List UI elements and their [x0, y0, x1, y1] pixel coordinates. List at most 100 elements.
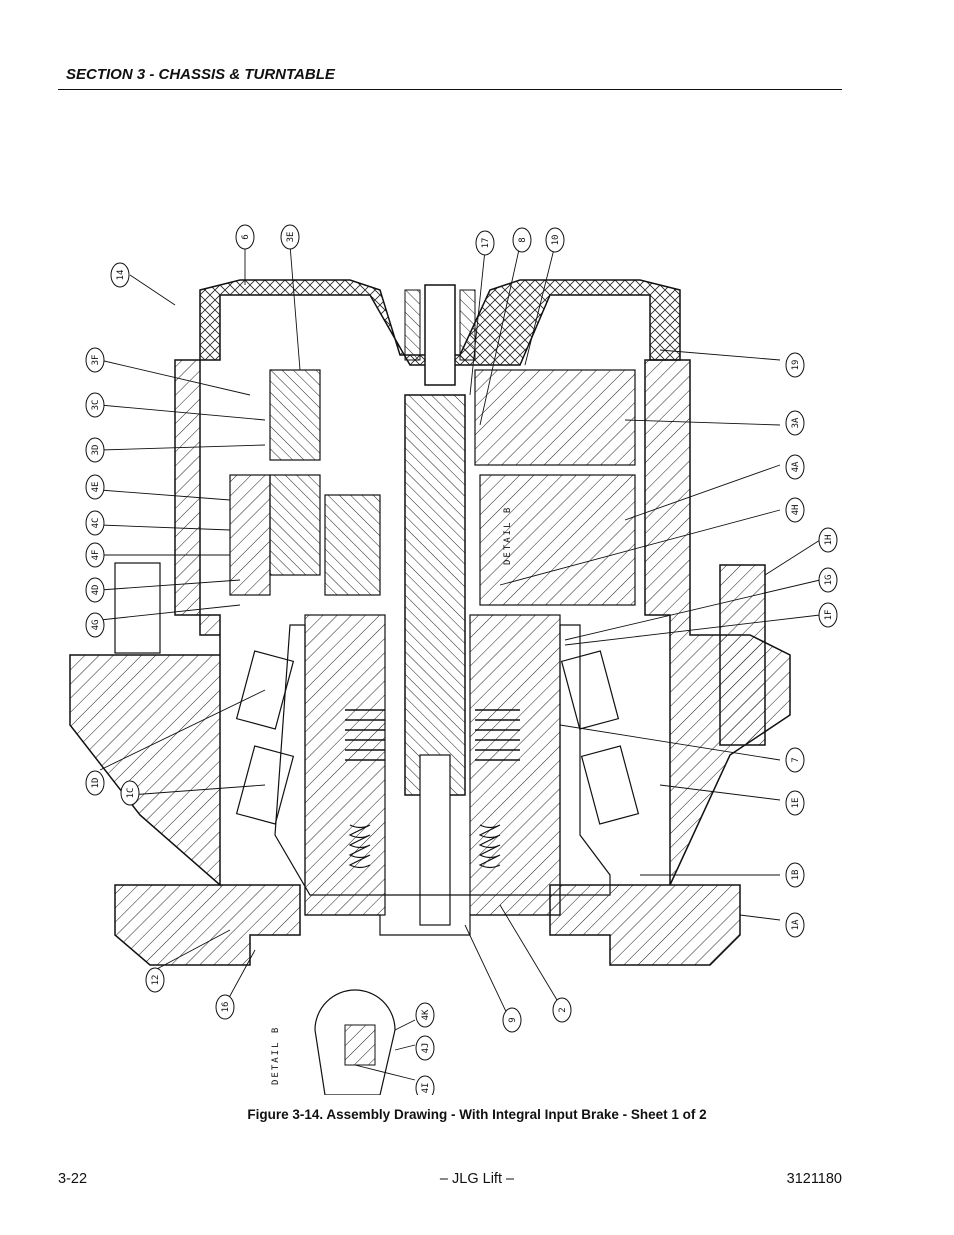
callout-4I: 4I: [415, 1075, 435, 1095]
callout-3D: 3D: [85, 437, 105, 463]
callout-1F: 1F: [818, 602, 838, 628]
section-header: SECTION 3 - CHASSIS & TURNTABLE: [58, 64, 842, 90]
callout-2: 2: [552, 997, 572, 1023]
svg-text:4J: 4J: [421, 1043, 431, 1054]
svg-text:2: 2: [558, 1007, 568, 1012]
svg-text:7: 7: [791, 757, 801, 762]
callout-9: 9: [502, 1007, 522, 1033]
callout-7: 7: [785, 747, 805, 773]
callout-4A: 4A: [785, 454, 805, 480]
mounting-flange-right: [549, 884, 741, 966]
svg-text:1D: 1D: [91, 778, 101, 789]
callout-1H: 1H: [818, 527, 838, 553]
top-cover: [199, 279, 681, 366]
callout-3E: 3E: [280, 224, 300, 250]
footer-brand: – JLG Lift –: [439, 1171, 515, 1187]
brake-springs: [348, 824, 501, 869]
callout-14: 14: [110, 262, 130, 288]
svg-text:4H: 4H: [791, 505, 801, 516]
callouts-right: 19 3A 4A 4H 1H 1G 1F 7 1E 1B 1A: [785, 352, 838, 938]
svg-text:3E: 3E: [286, 232, 296, 243]
svg-text:1G: 1G: [824, 575, 834, 586]
figure-caption: Figure 3-14. Assembly Drawing - With Int…: [247, 1107, 707, 1122]
svg-text:4E: 4E: [91, 482, 101, 493]
bearing-upper-right: [560, 650, 620, 730]
callout-1D: 1D: [85, 770, 105, 796]
planet-gear-left-lower: [269, 474, 321, 576]
svg-text:1E: 1E: [791, 798, 801, 809]
planet-gear-right-upper: [474, 369, 636, 466]
svg-text:9: 9: [508, 1017, 518, 1022]
bearing-lower-right: [580, 745, 640, 825]
brake-housing-left: [304, 614, 386, 916]
callout-6: 6: [235, 224, 255, 250]
callout-4J: 4J: [415, 1035, 435, 1061]
ring-gear: [719, 564, 766, 746]
svg-text:3A: 3A: [791, 417, 801, 428]
input-shaft: [404, 394, 466, 796]
callout-4H: 4H: [785, 497, 805, 523]
mount-stud: [114, 562, 161, 654]
callout-4F: 4F: [85, 542, 105, 568]
detail-b-inset: [314, 989, 396, 1095]
brake-discs: [345, 709, 520, 761]
svg-text:3F: 3F: [91, 355, 101, 366]
detail-b-label: DETAIL B: [503, 506, 513, 565]
planet-gear-left-upper: [269, 369, 321, 461]
center-plug: [424, 284, 456, 386]
svg-text:4G: 4G: [91, 620, 101, 631]
callout-4K: 4K: [415, 1002, 435, 1028]
svg-text:3D: 3D: [91, 445, 101, 456]
svg-text:4C: 4C: [91, 518, 101, 529]
assembly-drawing: 14 6 3E 17 8 10 3F 3C 3D 4E 4C 4F 4D 4G …: [69, 224, 838, 1095]
callout-1A: 1A: [785, 912, 805, 938]
detail-b-view-label: DETAIL B: [271, 1026, 281, 1085]
callout-1B: 1B: [785, 862, 805, 888]
svg-text:4A: 4A: [791, 461, 801, 472]
callout-4D: 4D: [85, 577, 105, 603]
page-number: 3-22: [58, 1171, 88, 1187]
mounting-flange-left: [114, 884, 301, 966]
callout-17: 17: [475, 230, 495, 256]
callout-3A: 3A: [785, 410, 805, 436]
svg-text:1H: 1H: [824, 535, 834, 546]
svg-text:12: 12: [151, 975, 161, 986]
svg-text:17: 17: [481, 238, 491, 249]
svg-text:1F: 1F: [824, 610, 834, 621]
brake-housing-right: [469, 614, 561, 916]
doc-number: 3121180: [786, 1171, 842, 1187]
svg-text:1A: 1A: [791, 919, 801, 930]
svg-text:3C: 3C: [91, 400, 101, 411]
housing-right: [644, 359, 791, 886]
callout-4G: 4G: [85, 612, 105, 638]
svg-text:1C: 1C: [126, 788, 136, 799]
spindle: [274, 624, 611, 936]
housing-left: [69, 359, 221, 887]
callout-16: 16: [215, 994, 235, 1020]
section-title: SECTION 3 - CHASSIS & TURNTABLE: [66, 66, 335, 83]
callout-4E: 4E: [85, 474, 105, 500]
planet-carrier-left: [229, 474, 271, 596]
callouts-bottom: 12 16 9 2: [145, 967, 572, 1033]
svg-text:10: 10: [551, 235, 561, 246]
svg-text:4K: 4K: [421, 1009, 431, 1020]
svg-text:19: 19: [791, 360, 801, 371]
callout-8: 8: [512, 227, 532, 253]
callouts-detail: 4K 4J 4I: [415, 1002, 435, 1095]
svg-text:1B: 1B: [791, 870, 801, 881]
callouts-top: 14 6 3E 17 8 10: [110, 224, 565, 288]
callout-1G: 1G: [818, 567, 838, 593]
callout-4C: 4C: [85, 510, 105, 536]
callout-12: 12: [145, 967, 165, 993]
callout-10: 10: [545, 227, 565, 253]
callout-1E: 1E: [785, 790, 805, 816]
svg-text:4I: 4I: [421, 1083, 431, 1094]
svg-text:8: 8: [518, 237, 528, 242]
callout-3C: 3C: [85, 392, 105, 418]
svg-text:4D: 4D: [91, 585, 101, 596]
callout-1C: 1C: [120, 780, 140, 806]
svg-text:6: 6: [241, 234, 251, 239]
callout-3F: 3F: [85, 347, 105, 373]
svg-text:14: 14: [116, 270, 126, 281]
callouts-left: 3F 3C 3D 4E 4C 4F 4D 4G 1D 1C: [85, 347, 140, 806]
